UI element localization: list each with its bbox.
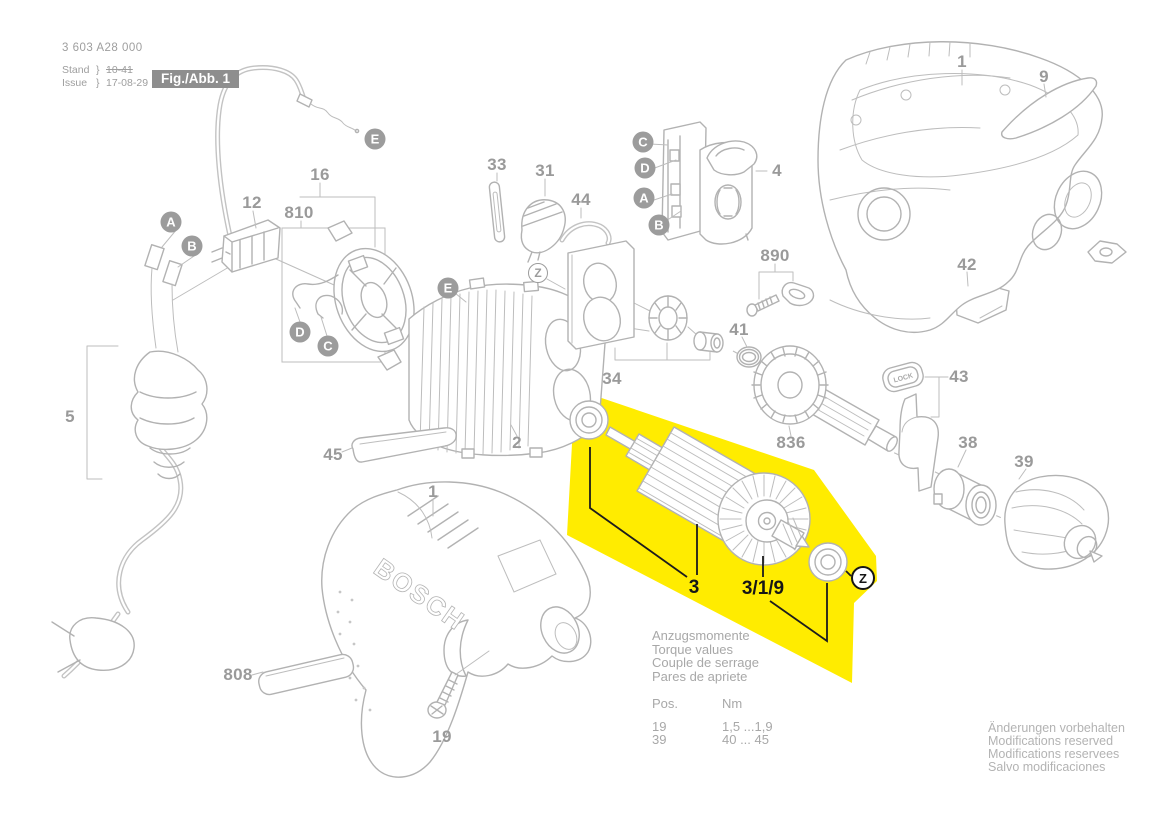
part-label-5: 5 xyxy=(65,407,75,426)
part-label-810: 810 xyxy=(284,203,314,222)
ref-badge-Z: Z xyxy=(528,263,548,283)
letter-badge-E: E xyxy=(437,277,459,299)
letter-badge-C: C xyxy=(317,335,339,357)
part-label-16: 16 xyxy=(310,165,330,184)
callout-label-3: 3 xyxy=(688,577,700,598)
letter-badge-C: C xyxy=(632,131,654,153)
part-label-44: 44 xyxy=(571,190,591,209)
strip-33 xyxy=(488,181,506,243)
part-label-836: 836 xyxy=(776,433,806,452)
torque-row-nm: 1,5 ...1,9 xyxy=(722,718,773,734)
part-label-38: 38 xyxy=(958,433,978,452)
letter-badge-B: B xyxy=(181,235,203,257)
letter-badge-E: E xyxy=(364,128,386,150)
power-cable-5 xyxy=(51,243,208,679)
footer-line: Modifications reserved xyxy=(988,734,1114,748)
switch-assembly-4 xyxy=(661,121,758,245)
letter-badge-A: A xyxy=(160,211,182,233)
letter-badge-B: B xyxy=(648,214,670,236)
bearing-plate-34 xyxy=(567,240,724,353)
footer-line: Änderungen vorbehalten xyxy=(988,721,1125,735)
issue-value: 17-08-29 xyxy=(106,76,149,89)
footer-line: Salvo modificaciones xyxy=(988,760,1106,774)
stand-issue-block: Stand } 10-41 Issue } 17-08-29 xyxy=(62,64,148,89)
part-label-42: 42 xyxy=(957,255,977,274)
part-label-9: 9 xyxy=(1039,67,1049,86)
torque-col-pos: Pos. xyxy=(652,696,679,711)
armature-group-3 xyxy=(569,400,848,582)
screw-link-890 xyxy=(746,281,815,317)
part-label-33: 33 xyxy=(487,155,507,174)
torque-title-line: Pares de apriete xyxy=(652,668,748,684)
blade-9 xyxy=(1001,77,1098,140)
gear-836 xyxy=(751,345,898,452)
torque-row-pos: 39 xyxy=(652,732,667,747)
brush-plate-810 xyxy=(281,220,415,371)
part-label-34: 34 xyxy=(602,369,622,388)
clip-44 xyxy=(559,221,612,246)
torque-row: 19 1,5 ...1,9 xyxy=(652,718,773,734)
lock-button-text: LOCK xyxy=(893,373,914,385)
screw-19 xyxy=(427,671,459,719)
modifications-notice: Änderungen vorbehalten Modifications res… xyxy=(988,722,1125,774)
part-label-12: 12 xyxy=(242,193,262,212)
document-part-number: 3 603 A28 000 xyxy=(62,42,143,54)
brush-holder-45 xyxy=(351,427,457,463)
part-label-2: 2 xyxy=(512,433,522,452)
part-label-1: 1 xyxy=(957,52,967,71)
figure-badge: Fig./Abb. 1 xyxy=(152,70,239,88)
torque-rows: 19 1,5 ...1,9 39 40 ... 45 xyxy=(652,718,773,747)
part-label-19: 19 xyxy=(432,727,452,746)
lock-button-43: LOCK xyxy=(882,361,939,492)
letter-badge-A: A xyxy=(633,187,655,209)
brush-cap-31 xyxy=(520,199,566,263)
brace-glyph: } xyxy=(96,76,100,89)
part-label-4: 4 xyxy=(772,161,782,180)
callout-lines xyxy=(589,447,852,643)
part-label-43: 43 xyxy=(949,367,969,386)
wiring-loom xyxy=(215,65,360,239)
torque-title-line: Torque values xyxy=(652,641,733,657)
ring-41 xyxy=(736,346,762,368)
part-label-39: 39 xyxy=(1014,452,1034,471)
torque-title-line: Anzugsmomente xyxy=(652,628,750,643)
torque-row-nm: 40 ... 45 xyxy=(722,732,769,747)
part-label-45: 45 xyxy=(323,445,343,464)
stand-value-struck: 10-41 xyxy=(106,64,133,76)
letter-badge-D: D xyxy=(289,321,311,343)
letter-badge-D: D xyxy=(634,157,656,179)
sleeve-38 xyxy=(933,468,997,526)
part-label-41: 41 xyxy=(729,320,749,339)
depth-gauge-808 xyxy=(258,653,355,696)
ref-badge-Z: Z xyxy=(851,566,875,590)
footer-line: Modifications reservees xyxy=(988,747,1120,761)
torque-title-line: Couple de serrage xyxy=(652,655,759,670)
brace-glyph: } xyxy=(96,64,100,76)
chuck-39 xyxy=(1004,474,1110,570)
switch-12 xyxy=(211,219,281,273)
part-label-890: 890 xyxy=(760,246,790,265)
torque-row: 39 40 ... 45 xyxy=(652,733,773,747)
part-label-31: 31 xyxy=(535,161,555,180)
torque-col-nm: Nm xyxy=(722,696,743,711)
label-leader-lines xyxy=(86,69,1047,676)
torque-table: Anzugsmomente Torque values Couple de se… xyxy=(652,629,773,747)
part-label-808: 808 xyxy=(223,665,253,684)
drill-body-1: BOSCH xyxy=(321,481,592,778)
stand-label: Stand xyxy=(62,64,90,76)
issue-label: Issue xyxy=(62,76,88,89)
callout-label-3-1-9: 3/1/9 xyxy=(741,578,785,599)
stand-row: Stand } 10-41 xyxy=(62,64,148,77)
stator-2 xyxy=(408,277,607,459)
part-label-1: 1 xyxy=(428,482,438,501)
torque-row-pos: 19 xyxy=(652,718,667,734)
torque-column-headers: Pos. Nm xyxy=(652,697,773,711)
issue-row: Issue } 17-08-29 xyxy=(62,77,148,90)
